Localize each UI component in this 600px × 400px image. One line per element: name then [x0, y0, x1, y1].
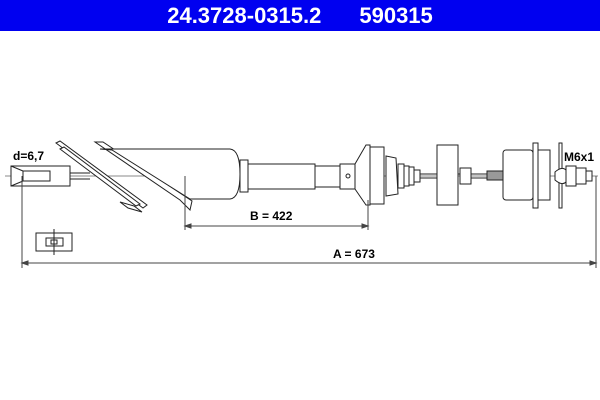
grommet [354, 144, 421, 206]
dimension-a-label: A = 673 [333, 247, 375, 261]
dimension-b [183, 176, 370, 230]
reference-number: 590315 [359, 2, 433, 28]
threaded-end [486, 170, 504, 181]
damper-block [436, 144, 459, 206]
thread-label: M6x1 [564, 150, 594, 164]
section-symbol [35, 229, 73, 255]
dimension-b-label: B = 422 [250, 209, 293, 223]
dimension-a [20, 176, 598, 268]
part-number: 24.3728-0315.2 [167, 2, 322, 28]
diameter-label: d=6,7 [13, 149, 44, 163]
crimp-nut [459, 167, 472, 185]
cable-housing [99, 148, 356, 200]
adjuster [502, 142, 593, 209]
end-connector-left [10, 165, 90, 187]
title-bar: 24.3728-0315.2 590315 [0, 0, 600, 31]
mounting-bracket [55, 140, 193, 213]
